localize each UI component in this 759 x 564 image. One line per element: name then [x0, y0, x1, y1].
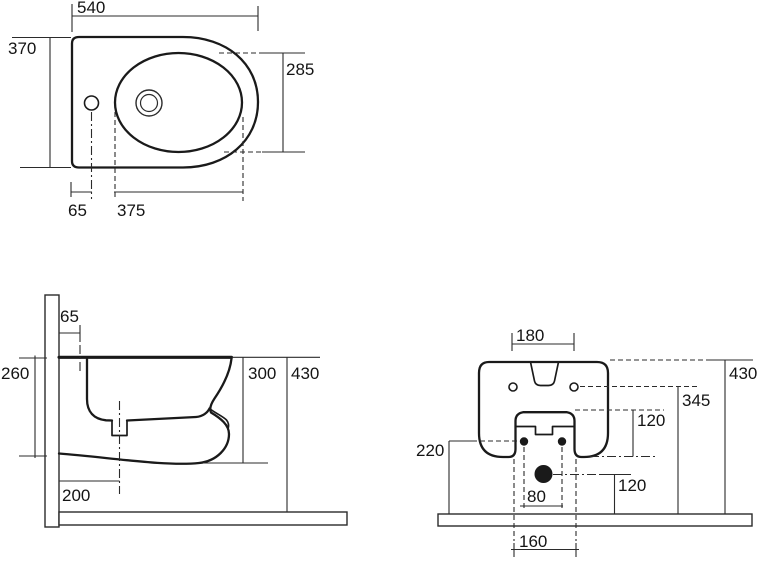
- dim-bowl-length: 375: [114, 191, 243, 220]
- dim-label: 65: [60, 307, 79, 326]
- dim-depth-at-wall: 260: [1, 355, 47, 458]
- floor-section-rear: [437, 513, 753, 527]
- dim-overall-width: 540: [71, 0, 259, 32]
- dim-label: 260: [1, 364, 29, 383]
- dim-rim-height-rear: 430: [610, 359, 757, 514]
- bowl-profile: [85, 357, 211, 422]
- dim-label: 200: [62, 486, 90, 505]
- dim-label: 430: [729, 364, 757, 383]
- dim-bolt-spacing: 80: [520, 447, 563, 511]
- dim-fixing-hole-height: 345: [580, 385, 710, 514]
- dim-tap-from-wall: 65: [59, 307, 81, 371]
- bidet-outline-top: [70, 35, 260, 169]
- rear-view: 180 430 345 120 120: [416, 326, 757, 557]
- wall-section: [44, 294, 60, 528]
- dim-label: 285: [286, 60, 314, 79]
- dim-rear-height: 300: [203, 357, 276, 464]
- dim-recess-width: 160: [511, 459, 579, 557]
- dim-tap-offset: 65: [68, 182, 92, 220]
- fixing-hole-left: [508, 382, 518, 392]
- top-view: 540 370 285 65 375: [8, 0, 314, 220]
- bidet-outline-side: [57, 357, 233, 465]
- dim-label: 65: [68, 201, 87, 220]
- bolt-hole-left: [519, 437, 529, 446]
- dim-drain-height: 120: [553, 473, 646, 514]
- tap-hole: [83, 95, 100, 111]
- dim-fixing-hole-spacing: 180: [511, 326, 575, 351]
- recess-step-line: [515, 425, 575, 436]
- dim-rim-height-side: 430: [286, 357, 319, 512]
- dim-bolt-height: 220: [416, 440, 520, 514]
- dim-label: 120: [637, 411, 665, 430]
- dim-drain-from-wall: 200: [59, 480, 120, 505]
- dim-label: 300: [248, 364, 276, 383]
- drain-outlet: [534, 465, 553, 483]
- drain-outer: [135, 89, 163, 117]
- dim-label: 370: [8, 39, 36, 58]
- dim-overall-depth: 370: [8, 36, 71, 169]
- dim-recess-height: 120: [575, 409, 665, 458]
- dim-label: 430: [291, 364, 319, 383]
- dim-label: 375: [117, 201, 145, 220]
- dim-label: 220: [416, 441, 444, 460]
- dim-label: 160: [519, 532, 547, 551]
- overflow-notch: [529, 361, 560, 387]
- dim-label: 180: [516, 326, 544, 345]
- dim-label: 80: [527, 487, 546, 506]
- dim-label: 540: [77, 0, 105, 17]
- fixing-hole-right: [569, 382, 579, 392]
- bolt-hole-right: [557, 437, 567, 446]
- dim-label: 345: [682, 391, 710, 410]
- floor-section: [58, 511, 348, 526]
- drain-inner: [139, 93, 159, 113]
- side-view: 65 260 300 430 200: [1, 294, 348, 528]
- dim-bowl-depth: 285: [219, 52, 314, 153]
- bidet-outline-rear: [477, 360, 610, 459]
- rear-wall-curve: [208, 407, 230, 429]
- dim-label: 120: [618, 476, 646, 495]
- bowl-rim: [113, 51, 244, 154]
